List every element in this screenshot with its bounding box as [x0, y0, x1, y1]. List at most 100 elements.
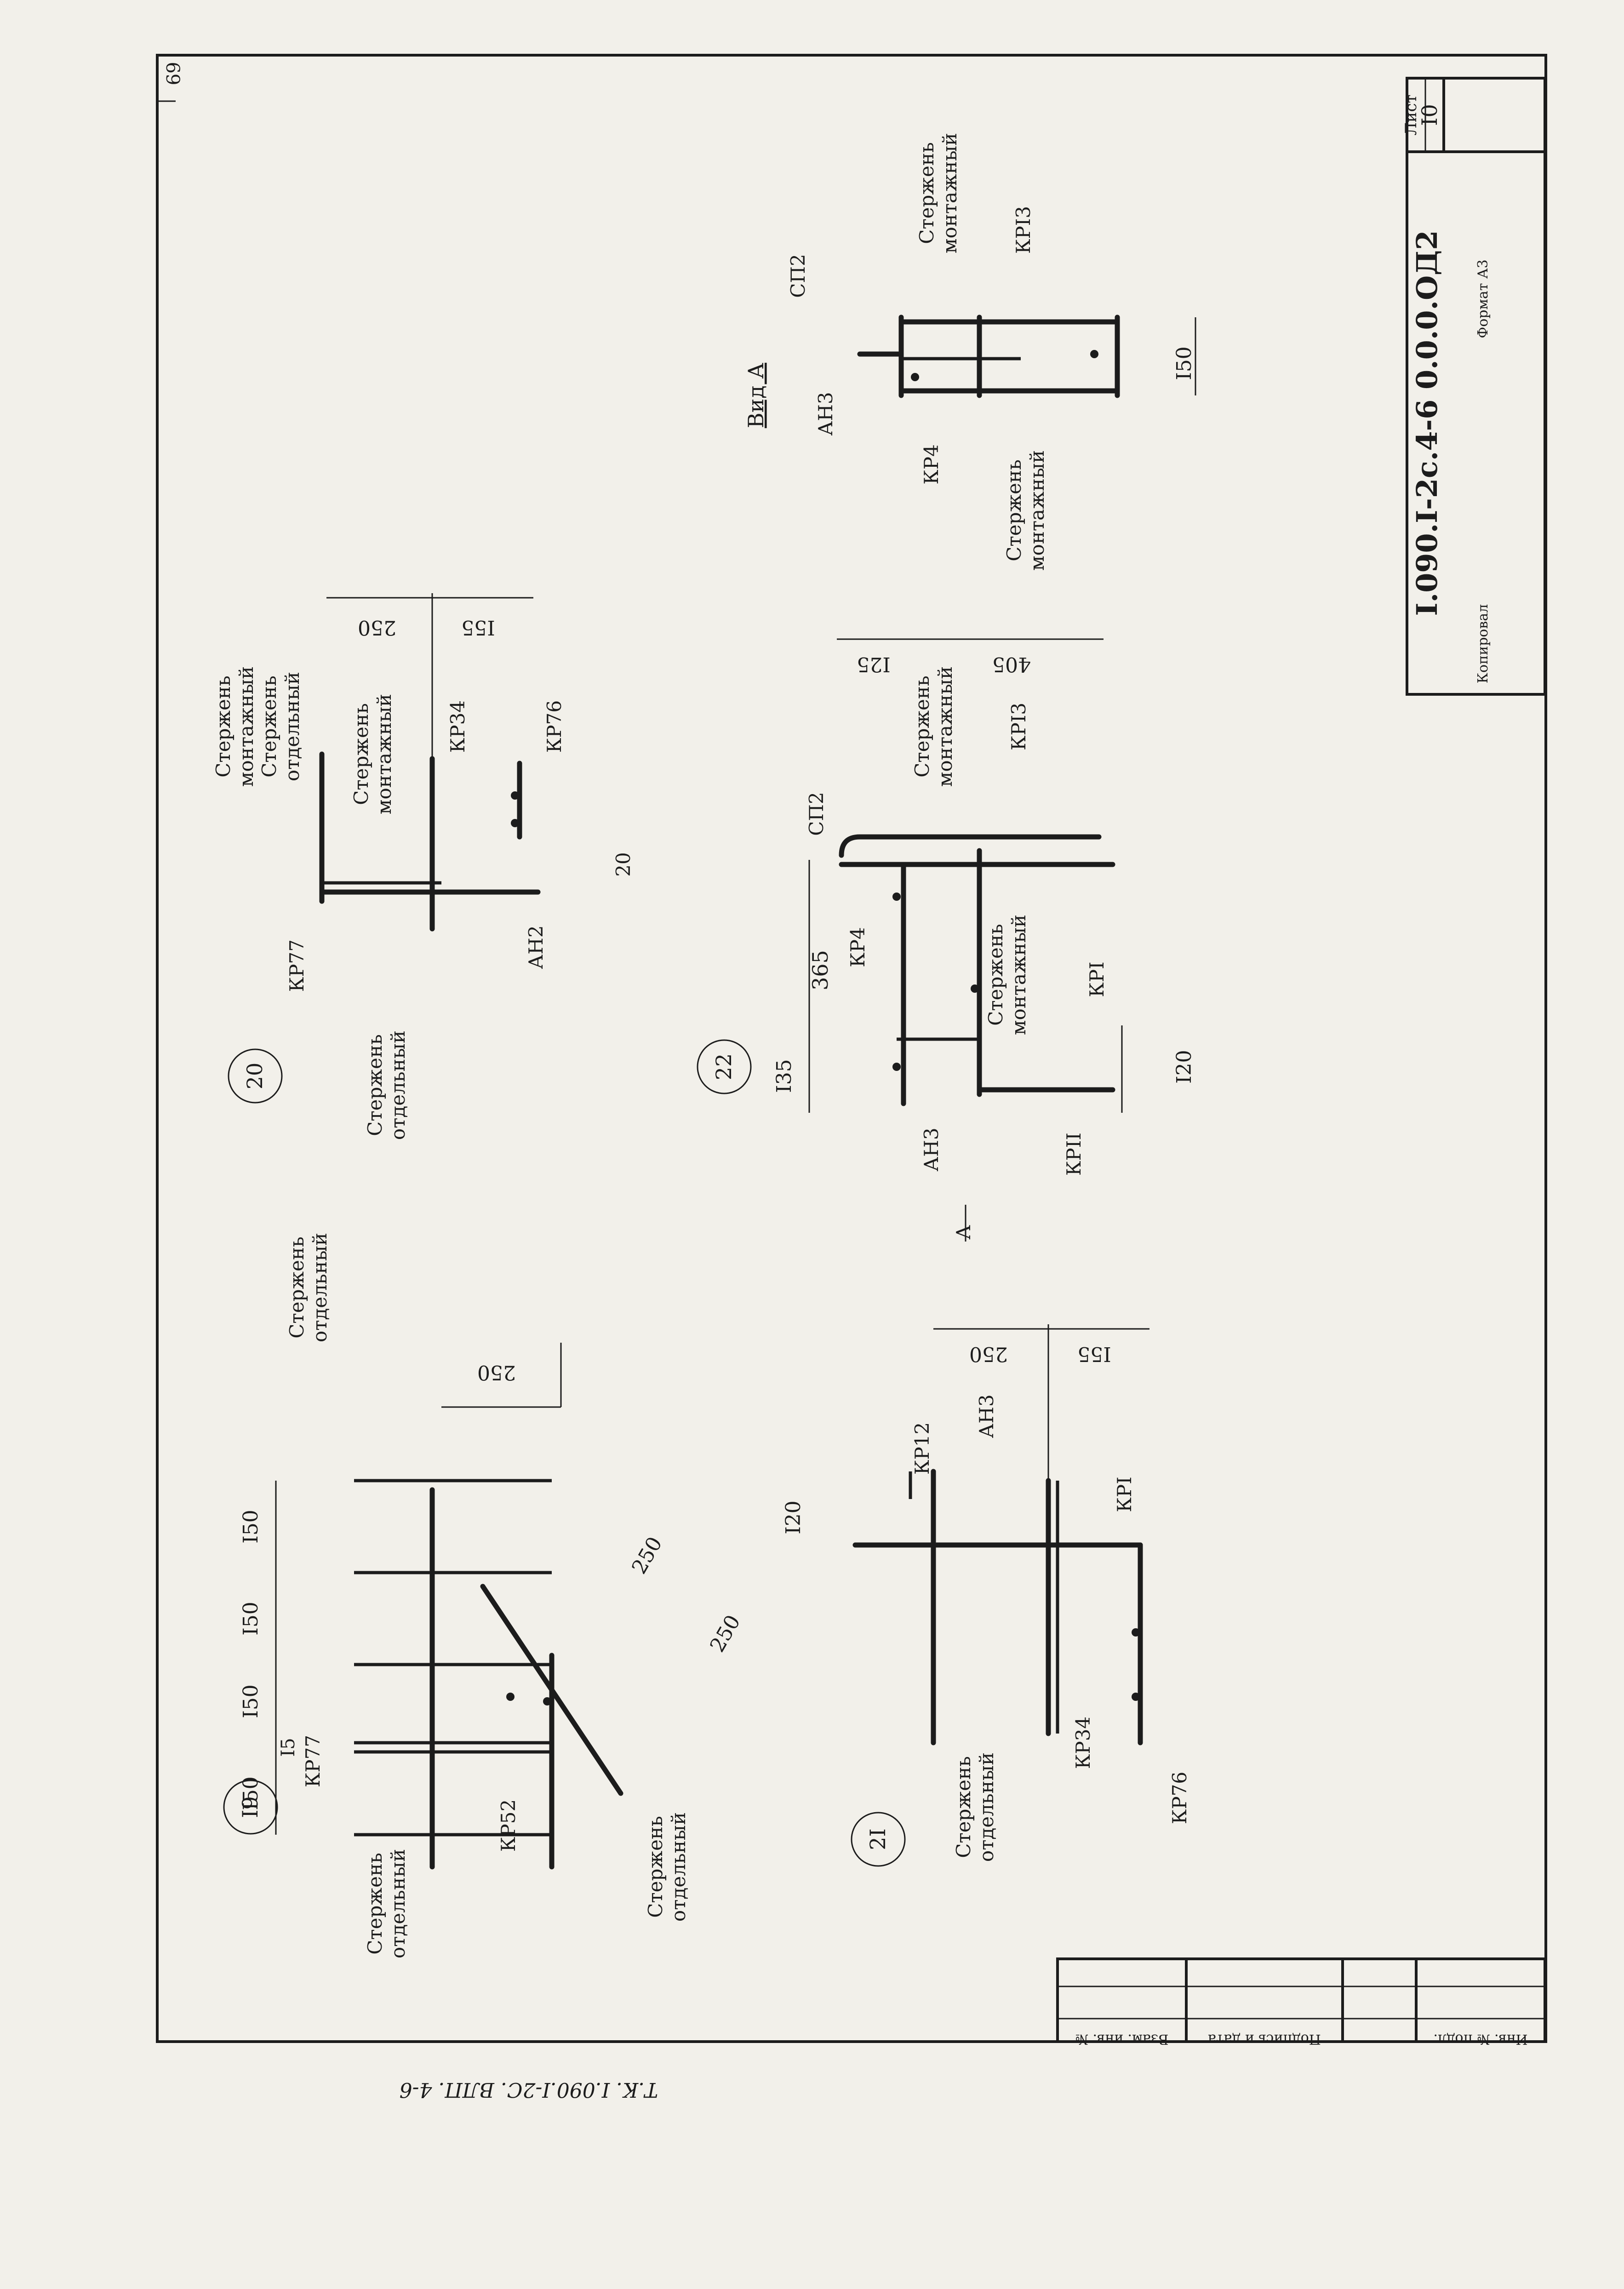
node-21-dim: 250	[969, 1342, 1008, 1366]
node-19-dim: 250	[477, 1361, 516, 1384]
view-arrow-label: А	[952, 1225, 975, 1240]
node-20-mark-kr76: КР76	[543, 700, 566, 753]
node-22-dim: 405	[992, 652, 1031, 676]
node-19: I9 I50 I50 I50 I5 I50 250 250 250 КР77 К…	[223, 1233, 745, 1958]
node-20-label-rod-mounting-2: Стержень	[350, 703, 372, 805]
node-21-id: 2I	[865, 1828, 890, 1850]
node-21-dim: I20	[782, 1500, 805, 1534]
node-19-dim: I5	[278, 1738, 299, 1757]
side-stamp-frame	[1056, 1957, 1546, 2043]
node-21-dot	[1132, 1693, 1140, 1701]
stamp-inv-orig: Инв. № подл.	[1433, 2031, 1527, 2047]
view-a-mark-ah3: АН3	[814, 392, 837, 435]
sheet-label: Лист	[1402, 95, 1420, 136]
stamp-replace: Взам. инв. №	[1075, 2031, 1168, 2047]
node-21-mark-kr1: КРI	[1113, 1476, 1136, 1512]
view-a-mark-kr13: КРI3	[1012, 206, 1035, 254]
node-20-label-rod-mounting-2: монтажный	[373, 694, 395, 814]
node-22-circle	[697, 1039, 752, 1094]
node-20-dim: I55	[461, 616, 495, 639]
node-22-hook	[839, 834, 1102, 858]
node-22-dot	[892, 1063, 901, 1071]
node-21-label-rod-separate: отдельный	[975, 1752, 998, 1862]
node-19-dim: I50	[239, 1602, 263, 1635]
copied-label: Копировал	[1475, 604, 1491, 683]
view-a-label-rod-mounting-2: Стержень	[1003, 459, 1025, 561]
node-19-diagonal	[480, 1584, 623, 1796]
node-21-mark-kr76: КР76	[1168, 1772, 1191, 1824]
node-19-mark-kr52: КР52	[497, 1799, 520, 1852]
node-21: 2I I20 250 I55 КР12 АН3 КРI КР34 КР76 Ст…	[782, 1324, 1191, 1867]
node-19-id: I9	[238, 1796, 263, 1818]
node-20-dot	[511, 819, 519, 827]
format-label: Формат А3	[1475, 259, 1491, 338]
drawing-designation: I.090.I-2с.4-6 0.0.0.ОД2	[1410, 230, 1444, 616]
node-20-dim: 20	[612, 852, 635, 876]
node-20-mark-ah2: АН2	[525, 925, 547, 969]
node-22-dim: I20	[1172, 1050, 1196, 1083]
view-a-title: Вид А	[743, 363, 768, 428]
node-21-dim: I55	[1077, 1342, 1111, 1366]
stamp-sign-date: Подпись и дата	[1208, 2031, 1321, 2047]
view-a-label-rod-mounting: Стержень	[915, 142, 938, 244]
node-19-label-rod-separate-2: Стержень	[644, 1816, 667, 1917]
node-20-circle	[228, 1048, 283, 1104]
sheet-frame	[156, 54, 1547, 2043]
view-a-mark-kr4: КР4	[920, 444, 943, 485]
view-a-label-rod-mounting: монтажный	[938, 133, 961, 253]
node-20-mark-kr77: КР77	[286, 939, 308, 992]
node-22-dim: I35	[772, 1059, 796, 1093]
node-19-label-rod-separate: Стержень	[364, 1853, 386, 1954]
node-21-label-rod-separate: Стержень	[952, 1756, 975, 1858]
view-a-mark-sp2: СП2	[787, 254, 809, 298]
view-a-dot	[911, 373, 919, 381]
node-19-dim: I50	[239, 1510, 263, 1543]
node-19-dot	[543, 1697, 551, 1705]
node-22-label-rod-mounting-2: Стержень	[984, 924, 1007, 1025]
node-20-label-rod-mounting: Стержень	[212, 675, 234, 777]
node-20-dim: 250	[358, 616, 396, 639]
node-22-label-rod-mounting-2: монтажный	[1007, 915, 1030, 1035]
sheet-number: I0	[1417, 104, 1442, 126]
side-stamp: Инв. № подл. Подпись и дата Взам. инв. №	[1056, 1957, 1546, 2047]
bottom-note: Т.К. I.090.I-2С. ВЛП. 4-6	[400, 2078, 658, 2101]
node-22-dot	[892, 893, 901, 901]
node-21-mark-kr34: КР34	[1072, 1717, 1094, 1769]
node-22-mark-kr4: КР4	[846, 927, 869, 967]
node-22-label-rod-mounting: монтажный	[934, 666, 956, 787]
node-21-circle	[851, 1812, 906, 1867]
node-19-dot	[506, 1693, 515, 1701]
node-20-label-rod-separate: Стержень	[364, 1034, 386, 1136]
node-21-dot	[1132, 1628, 1140, 1637]
node-19-dim: I50	[239, 1776, 263, 1810]
node-22-dim: I25	[857, 652, 890, 676]
view-a: Вид А I50 СП2 АН3 КР4 КРI3 Стержень монт…	[743, 133, 1196, 571]
node-22-mark-kr11: КРII	[1063, 1133, 1085, 1176]
node-22-id: 22	[711, 1053, 736, 1081]
node-20-mark-kr34: КР34	[446, 700, 469, 753]
node-19-dim: I50	[239, 1684, 263, 1718]
node-22-mark-kr13: КРI3	[1007, 703, 1030, 750]
node-22-mark-kr1: КРI	[1086, 961, 1108, 997]
node-22-mark-ah3: АН3	[920, 1127, 943, 1171]
view-a-dim: I50	[1172, 346, 1196, 380]
node-19-circle	[223, 1780, 278, 1835]
node-19-label-rod-separate-top: Стержень	[286, 1236, 308, 1338]
view-a-label-rod-mounting-2: монтажный	[1026, 450, 1048, 571]
node-20-label-rod-separate-top: отдельный	[281, 672, 303, 781]
node-20-id: 20	[242, 1063, 267, 1090]
node-22-mark-sp2: СП2	[805, 792, 828, 835]
node-21-mark-kr12: КР12	[911, 1422, 933, 1475]
node-20-label-rod-mounting: монтажный	[235, 666, 257, 787]
node-19-label-rod-separate: отдельный	[387, 1849, 409, 1958]
node-22-dim: 365	[808, 950, 833, 990]
node-19-label-rod-separate-top: отдельный	[309, 1233, 331, 1342]
node-21-mark-ah3: АН3	[975, 1394, 998, 1438]
node-19-label-rod-separate-2: отдельный	[667, 1812, 690, 1922]
node-20-label-rod-separate: отдельный	[387, 1030, 409, 1140]
title-block-frame	[1406, 77, 1546, 696]
title-block: Лист I0 I.090.I-2с.4-6 0.0.0.ОД2 Копиров…	[1402, 77, 1546, 696]
node-22: 22 365 I35 I20 I25 405 СП2 КР4 КРI3 КРI …	[697, 638, 1196, 1242]
